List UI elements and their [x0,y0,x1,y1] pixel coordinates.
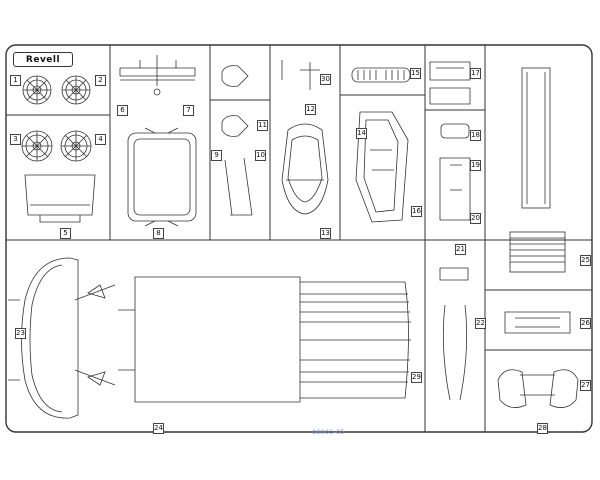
part-number-label: 22 [475,318,486,329]
engine-part [504,311,571,334]
part-number-label: 6 [117,105,128,116]
part-number-label: 16 [411,206,422,217]
part-number-label: 23 [15,328,26,339]
pin-part [281,60,320,90]
interior-panel-part [355,111,409,223]
part-number-label: 19 [470,160,481,171]
radiator-part [509,231,566,273]
part-number-label: 18 [470,130,481,141]
part-number-label: 21 [455,244,466,255]
grille-part [351,67,411,83]
part-number-label: 17 [470,68,481,79]
part-number-label: 27 [580,380,591,391]
brand-logo: Revell [13,52,73,67]
part-number-label: 2 [95,75,106,86]
part-number-label: 7 [183,105,194,116]
part-number-label: 28 [537,423,548,434]
part-number-label: 4 [95,134,106,145]
bracket-part [429,61,471,221]
part-number-label: 13 [320,228,331,239]
part-number-label: 9 [211,150,222,161]
seat-part [281,123,329,215]
part-number-label: 29 [411,372,422,383]
axle-part [119,55,196,96]
part-number-label: 3 [10,134,21,145]
part-number-label: 5 [60,228,71,239]
steering-wheel-part [439,267,469,401]
part-number-label: 24 [153,423,164,434]
part-number-label: 20 [470,213,481,224]
part-number-label: 8 [153,228,164,239]
sprue-frame [5,44,593,433]
part-number-label: 30 [320,74,331,85]
mirror-part [221,65,253,216]
part-number-label: 25 [580,255,591,266]
panel-part [24,174,96,223]
part-number-label: 12 [305,104,316,115]
part-number-label: 15 [410,68,421,79]
wheel-part [21,75,92,162]
suspension-part [497,369,579,408]
part-number-label: 11 [257,120,268,131]
part-number-label: 1 [10,75,21,86]
front-body-part [8,257,79,419]
sprue-runners [6,45,592,432]
frame-part [127,127,197,227]
part-number-label: 14 [356,128,367,139]
sprue-code: 08901-05 [312,429,345,436]
part-number-label: 26 [580,318,591,329]
chassis-part [74,276,411,403]
part-number-label: 10 [255,150,266,161]
exhaust-part [521,67,551,209]
